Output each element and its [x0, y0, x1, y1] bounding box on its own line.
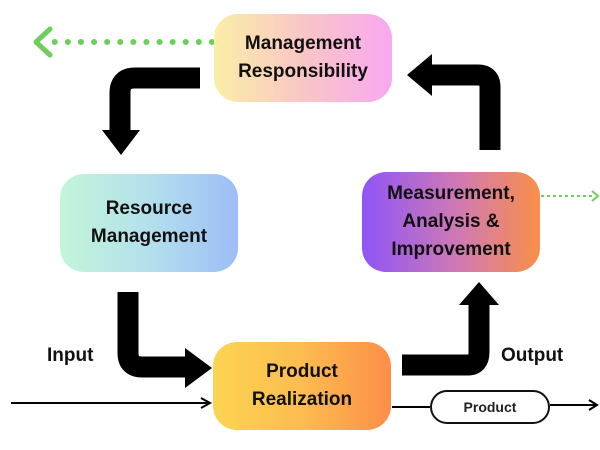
- feedback-arrow-left: [33, 26, 215, 58]
- arrow-management-to-resource: [102, 67, 200, 155]
- input-label: Input: [47, 345, 94, 366]
- input-line: [11, 397, 213, 409]
- output-label: Output: [501, 345, 564, 366]
- product-pill: Product: [430, 390, 550, 424]
- feedback-arrow-right: [541, 190, 600, 202]
- node-resource-management: Resource Management: [60, 174, 238, 272]
- node-measurement-analysis-improvement: Measurement, Analysis & Improvement: [362, 172, 540, 272]
- node-product-realization: Product Realization: [213, 342, 391, 430]
- arrow-product-to-measurement: [402, 282, 499, 376]
- arrow-measurement-to-management: [407, 54, 501, 150]
- arrow-resource-to-product: [117, 292, 212, 388]
- node-management-responsibility: Management Responsibility: [214, 14, 392, 102]
- output-line: [392, 399, 599, 411]
